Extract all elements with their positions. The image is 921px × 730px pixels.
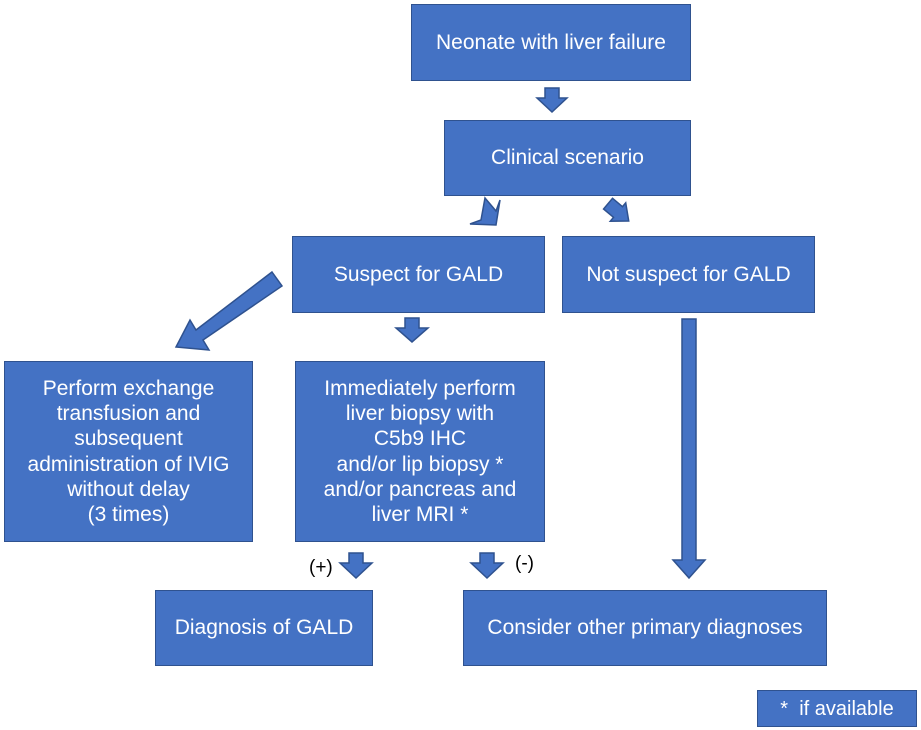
arrow-biopsy-to-diagnosis <box>338 552 374 580</box>
arrow-suspect-to-exchange <box>174 270 284 351</box>
biopsy-line: and/or pancreas and <box>323 477 517 501</box>
biopsy-line: liver MRI * <box>371 502 469 526</box>
arrow-suspect-to-biopsy <box>394 317 430 343</box>
positive-label: (+) <box>309 557 333 578</box>
arrow-not-suspect-to-other <box>671 318 707 580</box>
node-neonate-label: Neonate with liver failure <box>436 30 666 54</box>
node-diagnosis-gald-label: Diagnosis of GALD <box>174 616 354 640</box>
exchange-line: transfusion and <box>56 402 201 426</box>
node-not-suspect-gald-label: Not suspect for GALD <box>586 262 791 286</box>
arrow-biopsy-to-other <box>469 552 505 580</box>
negative-label: (-) <box>515 553 534 574</box>
arrow-clinical-to-suspect <box>469 196 501 226</box>
arrow-neonate-to-clinical <box>535 87 569 114</box>
footnote-box: * if available <box>757 690 917 727</box>
node-clinical-scenario: Clinical scenario <box>444 120 691 196</box>
node-clinical-scenario-label: Clinical scenario <box>491 146 644 170</box>
node-neonate: Neonate with liver failure <box>411 4 691 81</box>
biopsy-line: liver biopsy with <box>345 402 495 426</box>
node-diagnosis-gald: Diagnosis of GALD <box>155 590 373 666</box>
biopsy-line: C5b9 IHC <box>373 427 467 451</box>
node-biopsy: Immediately perform liver biopsy with C5… <box>295 361 545 542</box>
exchange-line: subsequent <box>74 427 183 451</box>
biopsy-line: Immediately perform <box>324 376 516 400</box>
arrow-clinical-to-not-suspect <box>602 197 630 222</box>
node-exchange-transfusion: Perform exchange transfusion and subsequ… <box>4 361 253 542</box>
node-suspect-gald: Suspect for GALD <box>292 236 545 313</box>
node-other-diagnoses-label: Consider other primary diagnoses <box>487 616 803 640</box>
node-other-diagnoses: Consider other primary diagnoses <box>463 590 827 666</box>
exchange-line: Perform exchange <box>42 376 215 400</box>
exchange-line: (3 times) <box>87 502 170 526</box>
exchange-line: administration of IVIG <box>27 452 230 476</box>
node-not-suspect-gald: Not suspect for GALD <box>562 236 815 313</box>
footnote-text: * if available <box>780 697 894 720</box>
biopsy-line: and/or lip biopsy * <box>336 452 504 476</box>
node-suspect-gald-label: Suspect for GALD <box>333 262 504 286</box>
exchange-line: without delay <box>67 477 190 501</box>
